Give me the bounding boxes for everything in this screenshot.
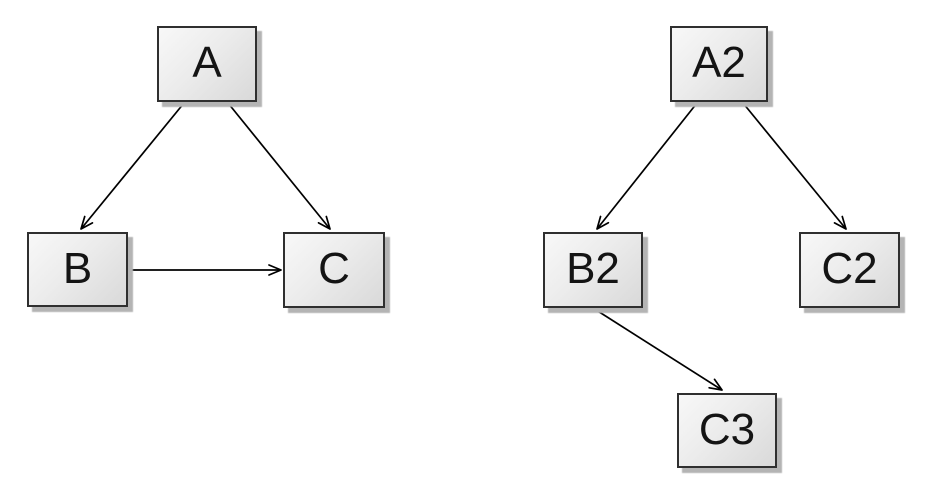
node-label: A xyxy=(192,38,222,87)
node-B[interactable]: B xyxy=(27,232,128,307)
node-label: A2 xyxy=(692,38,746,87)
node-C2[interactable]: C2 xyxy=(799,232,900,308)
node-C[interactable]: C xyxy=(283,232,385,308)
node-label: B2 xyxy=(566,244,620,293)
node-label: B xyxy=(62,243,93,293)
node-A2[interactable]: A2 xyxy=(670,26,768,102)
node-C3[interactable]: C3 xyxy=(677,393,777,468)
edge-B2-C3[interactable] xyxy=(592,307,723,391)
edge-A-B[interactable] xyxy=(80,102,185,230)
node-B2[interactable]: B2 xyxy=(543,232,643,308)
node-label: C2 xyxy=(821,244,878,293)
edge-A-C[interactable] xyxy=(227,102,331,230)
node-label: C xyxy=(318,244,350,293)
edge-A2-B2[interactable] xyxy=(596,102,698,230)
node-label: C3 xyxy=(698,404,756,454)
edge-A2-C2[interactable] xyxy=(742,102,847,230)
node-A[interactable]: A xyxy=(157,26,257,102)
edge-group xyxy=(80,102,847,391)
